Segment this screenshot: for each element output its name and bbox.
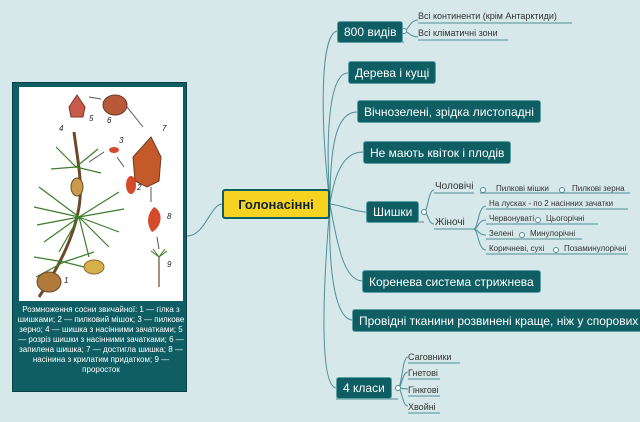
species-climate-zones[interactable]: Всі кліматичні зони <box>418 28 498 38</box>
node-leaves[interactable]: Вічнозелені, зрідка листопадні <box>357 100 541 123</box>
female-brown-dry[interactable]: Коричневі, сухі <box>489 244 545 253</box>
class-ginkgo[interactable]: Гінкгові <box>408 385 439 395</box>
class-conifers[interactable]: Хвойні <box>408 402 436 412</box>
pine-drawing: 1 2 3 4 5 6 7 8 9 <box>33 94 172 298</box>
node-species[interactable]: 800 видів <box>337 21 404 43</box>
node-cones[interactable]: Шишки <box>366 201 420 223</box>
pine-reproduction-illustration: 1 2 3 4 5 6 7 8 9 <box>19 87 183 301</box>
female-year-before-last[interactable]: Позаминулорічні <box>564 244 627 253</box>
figure-number-9: 9 <box>167 260 172 269</box>
figure-number-1: 1 <box>64 276 68 285</box>
male-pollen-sacs[interactable]: Пилкові мішки <box>496 184 549 193</box>
female-this-year[interactable]: Цьогорічні <box>546 214 585 223</box>
female-ovules[interactable]: На лусках - по 2 насінних зачатки <box>489 199 614 208</box>
figure-number-3: 3 <box>119 136 124 145</box>
figure-number-5: 5 <box>89 114 94 123</box>
node-root[interactable]: Коренева система стрижнева <box>362 270 541 293</box>
node-classes[interactable]: 4 класи <box>336 377 392 399</box>
figure-number-4: 4 <box>59 124 64 133</box>
female-reddish[interactable]: Червонуваті <box>489 214 535 223</box>
node-forms[interactable]: Дерева і кущі <box>348 61 437 84</box>
cones-male[interactable]: Чоловічі <box>435 181 474 192</box>
figure-number-7: 7 <box>162 124 167 133</box>
cones-female[interactable]: Жіночі <box>435 217 465 228</box>
species-continents[interactable]: Всі континенти (крім Антарктиди) <box>418 11 557 21</box>
female-green[interactable]: Зелені <box>489 229 514 238</box>
female-last-year[interactable]: Минулорічні <box>530 229 576 238</box>
node-flowers[interactable]: Не мають квіток і плодів <box>363 141 512 164</box>
male-pollen-grains[interactable]: Пилкові зерна <box>572 184 625 193</box>
central-topic[interactable]: Голонасінні <box>222 189 330 219</box>
node-tissue[interactable]: Провідні тканини розвинені краще, ніж у … <box>352 309 640 332</box>
class-gnetales[interactable]: Гнетові <box>408 368 438 378</box>
illustration-caption: Розмноження сосни звичайної: 1 — гілка з… <box>17 305 185 374</box>
figure-number-2: 2 <box>136 183 142 192</box>
figure-number-6: 6 <box>107 116 112 125</box>
figure-number-8: 8 <box>167 212 172 221</box>
class-cycads[interactable]: Саговники <box>408 352 452 362</box>
illustration-panel: 1 2 3 4 5 6 7 8 9 Розмноження сосни звич… <box>12 82 187 392</box>
